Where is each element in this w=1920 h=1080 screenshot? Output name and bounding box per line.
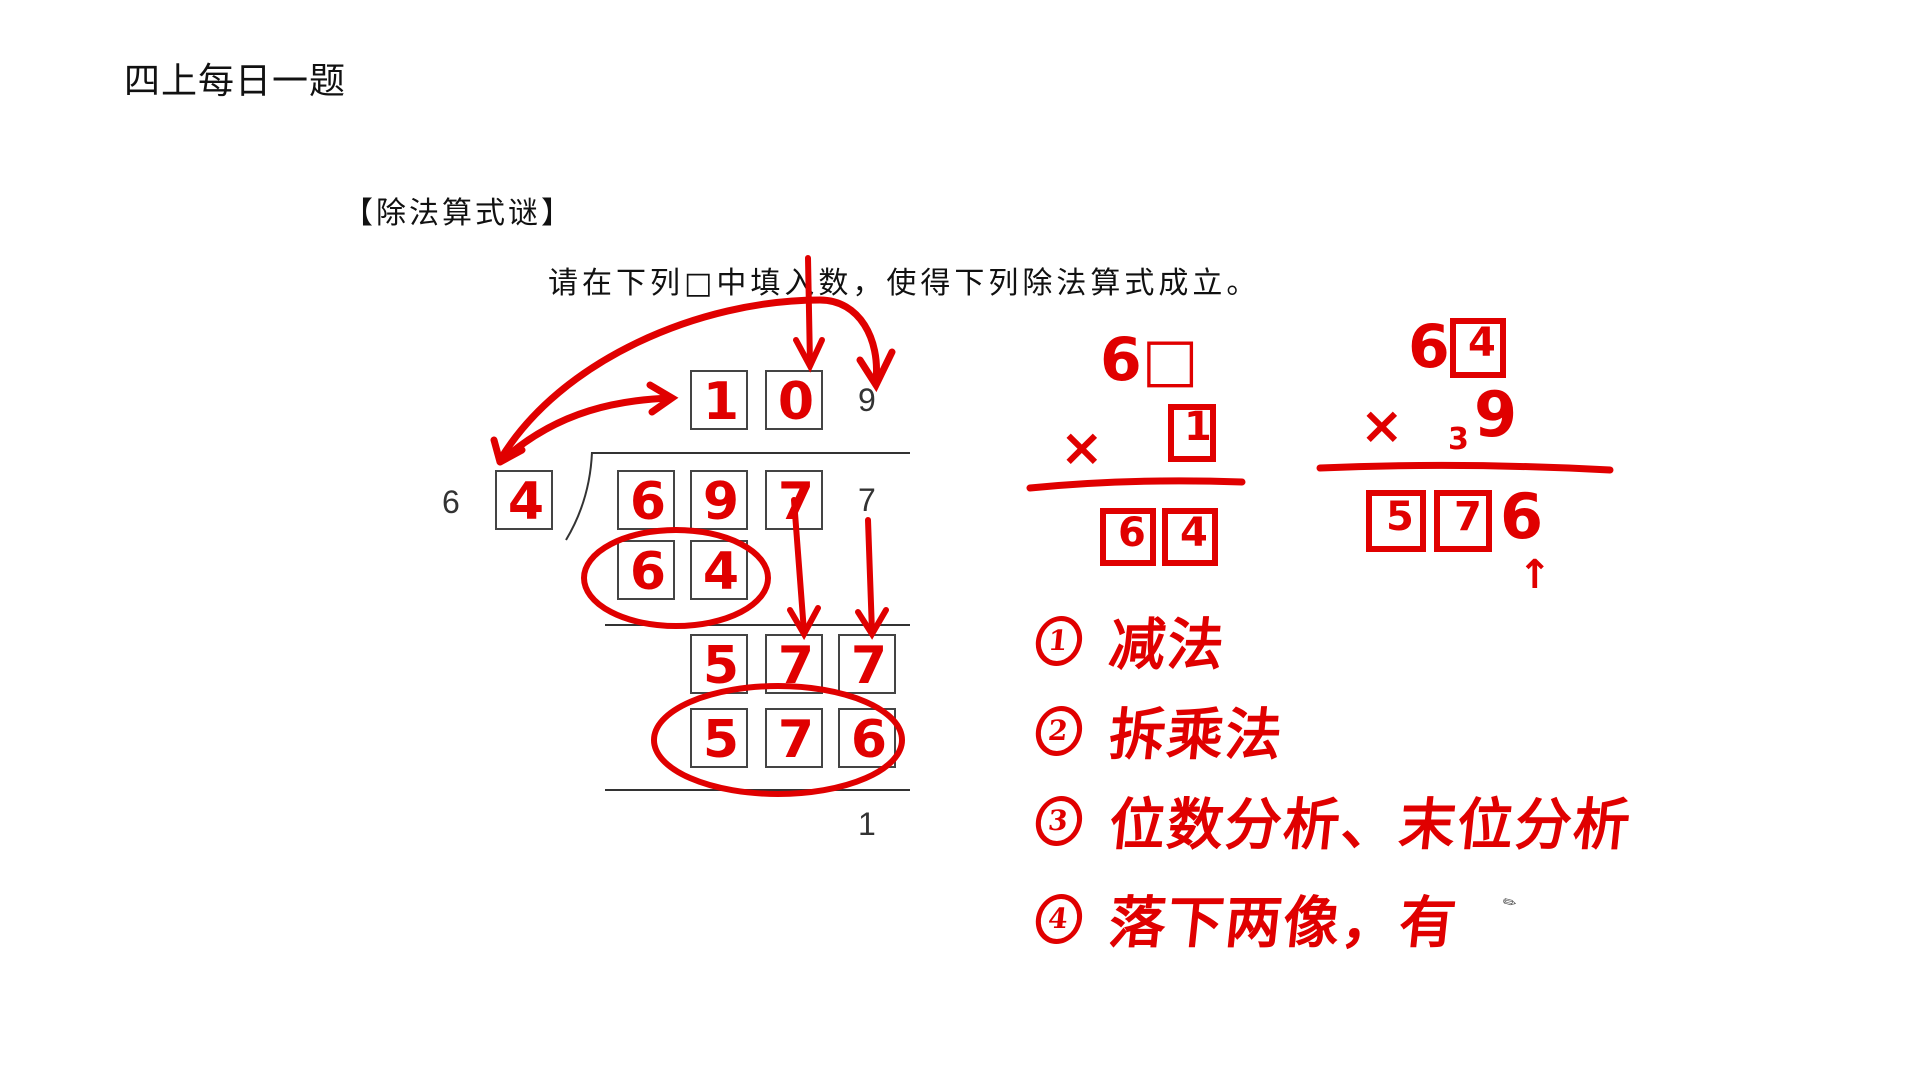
quotient-box-1[interactable]: 1 — [690, 370, 748, 432]
product2-digit-2: 7 — [777, 710, 815, 770]
note-number-4: 4 — [1033, 893, 1085, 944]
mult1-result-box-1: 6 — [1100, 508, 1156, 566]
mult1-rule — [1026, 477, 1246, 492]
dividend-box-3[interactable]: 7 — [765, 470, 823, 532]
division-bracket — [565, 451, 593, 541]
quotient-given-digit: 9 — [858, 382, 876, 418]
remainder1-box-2[interactable]: 7 — [765, 634, 823, 696]
note-text-1: 减法 — [1106, 612, 1229, 678]
remainder1-digit-3: 7 — [850, 636, 888, 696]
mult2-carry: 3 — [1448, 422, 1469, 457]
mult1-result-box-2: 4 — [1162, 508, 1218, 566]
instruction-text: 请在下列□中填入数，使得下列除法算式成立。 — [548, 266, 1261, 301]
product1-box-1[interactable]: 6 — [617, 540, 675, 602]
note-item-2: 2 拆乘法 — [1032, 690, 1289, 771]
dividend-box-1[interactable]: 6 — [617, 470, 675, 532]
mult2-times-sign: × — [1360, 396, 1404, 456]
remainder1-digit-1: 5 — [702, 636, 740, 696]
dividend-digit-3: 7 — [777, 472, 815, 532]
mult2-result-box-2: 7 — [1434, 490, 1492, 552]
note-text-4: 落下两像，有 — [1106, 890, 1461, 956]
remainder1-box-3[interactable]: 7 — [838, 634, 896, 696]
product2-digit-3: 6 — [850, 710, 888, 770]
note-number-1: 1 — [1033, 615, 1085, 666]
mult1-top: 6□ — [1100, 325, 1199, 395]
division-bar — [592, 452, 910, 454]
mult1-times-sign: × — [1060, 418, 1104, 478]
divisor-box[interactable]: 4 — [495, 470, 553, 532]
remainder1-digit-2: 7 — [777, 636, 815, 696]
mult2-multiplier: 9 — [1474, 378, 1518, 451]
pen-cursor-icon: ✎ — [1499, 890, 1521, 915]
slide-title: 四上每日一题 — [124, 61, 347, 102]
remainder1-box-1[interactable]: 5 — [690, 634, 748, 696]
note-text-2: 拆乘法 — [1106, 702, 1287, 768]
mult1-multiplier-box: 1 — [1168, 404, 1216, 462]
subtraction-line-1 — [605, 624, 910, 626]
subtraction-line-2 — [605, 789, 910, 791]
double-arrow-icon — [501, 394, 674, 462]
note-number-3: 3 — [1033, 795, 1085, 846]
mult2-top-box: 4 — [1450, 318, 1506, 378]
dividend-given-digit: 7 — [858, 482, 876, 518]
divisor-given-digit: 6 — [442, 484, 460, 520]
up-arrow-icon: ↑ — [1518, 552, 1552, 598]
dividend-digit-1: 6 — [629, 472, 667, 532]
mult2-result-box-1: 5 — [1366, 490, 1426, 552]
dividend-box-2[interactable]: 9 — [690, 470, 748, 532]
quotient-box-2[interactable]: 0 — [765, 370, 823, 432]
note-item-3: 3 位数分析、末位分析 — [1032, 780, 1637, 861]
note-item-1: 1 减法 — [1032, 600, 1231, 681]
note-text-3: 位数分析、末位分析 — [1106, 792, 1635, 858]
mult2-top-digit: 6 — [1408, 312, 1450, 382]
quotient-digit-2: 0 — [777, 372, 815, 432]
divisor-digit: 4 — [507, 472, 545, 532]
product1-digit-1: 6 — [629, 542, 667, 602]
note-number-2: 2 — [1033, 705, 1085, 756]
final-remainder: 1 — [858, 806, 876, 842]
product2-box-1[interactable]: 5 — [690, 708, 748, 770]
mult2-result-last: 6 — [1500, 480, 1544, 553]
mult2-rule — [1316, 461, 1614, 474]
quotient-digit-1: 1 — [702, 372, 740, 432]
product2-digit-1: 5 — [702, 710, 740, 770]
product1-digit-2: 4 — [702, 542, 740, 602]
note-item-4: 4 落下两像，有 — [1032, 878, 1463, 959]
section-title: 【除法算式谜】 — [343, 196, 574, 231]
mult1-multiplier: 1 — [1184, 404, 1212, 450]
product2-box-2[interactable]: 7 — [765, 708, 823, 770]
dividend-digit-2: 9 — [702, 472, 740, 532]
product1-box-2[interactable]: 4 — [690, 540, 748, 602]
bring-down-arrow-icon — [865, 517, 875, 635]
product2-box-3[interactable]: 6 — [838, 708, 896, 770]
